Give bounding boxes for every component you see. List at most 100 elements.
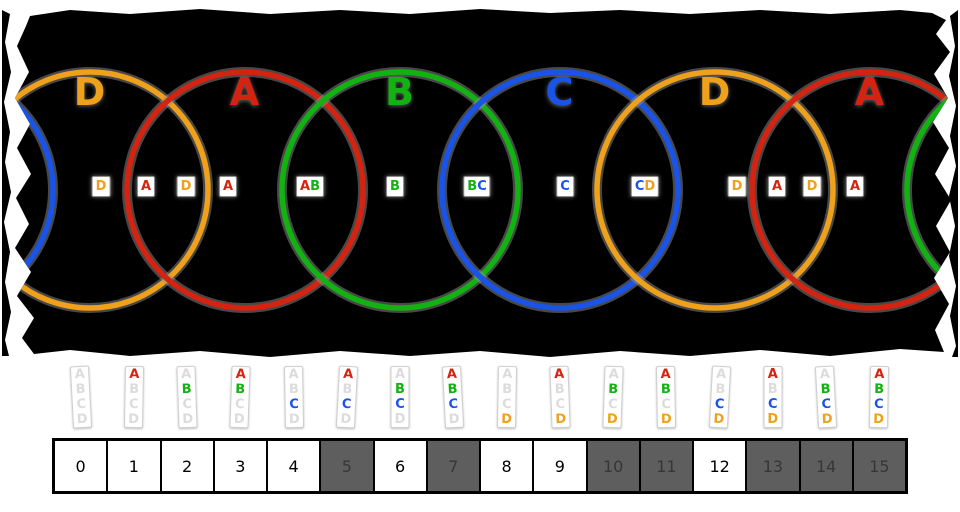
torn-scrap-right [949, 10, 958, 357]
region-letter: C [477, 179, 487, 194]
region-box-d-0: D [91, 176, 111, 197]
legend-letter-c-on: C [448, 396, 459, 413]
legend-letter-a-off: A [608, 366, 620, 383]
legend-letter-d-on: D [554, 411, 567, 428]
number-cell-13: 13 [747, 441, 801, 491]
legend-letter-a-on: A [874, 366, 885, 383]
legend-letter-c-on: C [821, 396, 832, 413]
legend-letter-b-off: B [554, 381, 565, 398]
region-letter: A [771, 179, 783, 194]
region-letter: D [180, 179, 192, 194]
venn-circle-c-wrap [15, 69, 56, 311]
legend-letter-b-on: B [395, 382, 405, 397]
venn-circle-b-wrap [904, 69, 951, 311]
legend-letter-a-off: A [715, 366, 727, 383]
circle-label-a: A [854, 70, 886, 114]
legend-letter-b-off: B [128, 381, 139, 398]
legend-letter-b-off: B [501, 381, 512, 398]
legend-letter-d-off: D [75, 411, 88, 428]
legend-letter-d-off: D [182, 411, 194, 428]
number-cell-8: 8 [481, 441, 535, 491]
number-cell-15: 15 [853, 441, 905, 491]
legend-letter-a-off: A [501, 366, 513, 383]
number-cell-14: 14 [800, 441, 854, 491]
region-box-d-9: D [727, 176, 747, 197]
region-letter: B [310, 179, 320, 194]
legend-letter-a-on: A [342, 366, 354, 383]
legend-letter-d-off: D [394, 412, 406, 427]
region-letter: A [300, 179, 311, 194]
number-cell-9: 9 [534, 441, 588, 491]
legend-letter-b-on: B [874, 381, 885, 398]
legend-letter-a-off: A [394, 367, 406, 382]
region-box-bc-6: BC [463, 176, 491, 197]
region-box-d-2: D [176, 176, 196, 197]
circle-label-d: D [73, 70, 107, 114]
legend-letter-a-off: A [819, 366, 831, 383]
number-cell-2: 2 [161, 441, 215, 491]
number-cell-7: 7 [427, 441, 481, 491]
legend-letter-c-on: C [713, 396, 725, 413]
venn-circle-a [749, 69, 951, 311]
legend-letter-d-on: D [661, 411, 673, 428]
region-letter: A [140, 179, 152, 194]
legend-letter-b-on: B [661, 381, 672, 398]
legend-letter-d-off: D [288, 411, 300, 428]
region-box-cd-8: CD [630, 176, 660, 197]
region-letter: D [731, 179, 743, 194]
legend-letter-a-on: A [553, 366, 565, 383]
legend-letter-a-on: A [128, 366, 140, 383]
region-letter: C [634, 179, 645, 194]
legend-letter-d-on: D [767, 412, 779, 427]
region-letter: A [849, 179, 861, 194]
number-cell-11: 11 [640, 441, 694, 491]
legend-letter-c-off: C [607, 396, 618, 413]
region-box-c-7: C [556, 176, 574, 197]
number-cell-0: 0 [55, 441, 109, 491]
number-cell-6: 6 [374, 441, 428, 491]
region-letter: A [222, 179, 234, 194]
legend-letter-c-off: C [554, 396, 566, 413]
legend-letter-a-on: A [660, 366, 672, 383]
region-box-a-12: A [845, 176, 865, 197]
legend-letter-d-on: D [821, 411, 833, 428]
circle-label-d: D [698, 70, 732, 114]
circle-label-a: A [229, 70, 261, 114]
legend-letter-d-off: D [233, 411, 246, 428]
legend-letter-b-off: B [714, 381, 726, 398]
legend-letter-c-on: C [395, 397, 405, 412]
legend-letter-a-on: A [235, 366, 247, 383]
legend-letter-b-off: B [341, 381, 353, 398]
number-cell-10: 10 [587, 441, 641, 491]
number-cell-4: 4 [268, 441, 322, 491]
number-cell-3: 3 [214, 441, 268, 491]
region-box-a-1: A [136, 176, 156, 197]
legend-letter-d-off: D [339, 411, 352, 428]
legend-letter-b-on: B [608, 381, 619, 398]
circle-label-c: C [545, 70, 575, 114]
region-letter: D [806, 179, 818, 194]
venn-circle-b [279, 69, 521, 311]
legend-letter-a-on: A [446, 366, 458, 383]
legend-letter-c-off: C [182, 396, 193, 413]
number-cell-5: 5 [321, 441, 375, 491]
venn-circles [15, 67, 951, 313]
legend-letter-b-off: B [74, 381, 86, 398]
legend-letter-b-off: B [767, 382, 778, 397]
legend-letter-c-off: C [75, 396, 87, 413]
